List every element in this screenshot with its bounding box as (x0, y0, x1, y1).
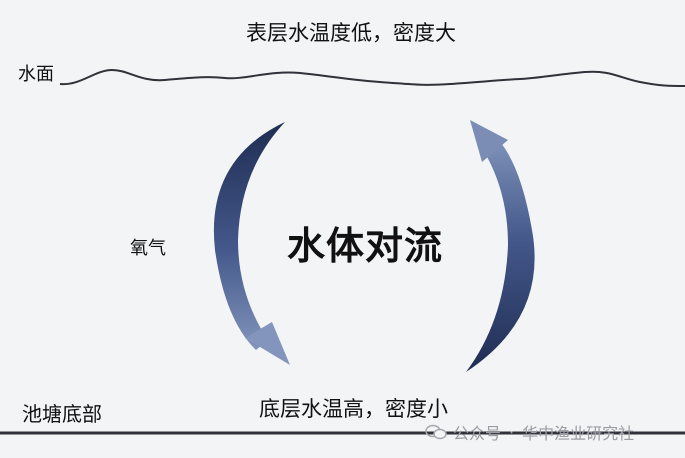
diagram-title: 水体对流 (287, 224, 444, 268)
watermark-separator: · (509, 422, 515, 442)
upward-arrow (466, 120, 535, 372)
water-surface-label: 水面 (18, 64, 54, 85)
water-surface-line (59, 68, 685, 87)
wechat-icon (425, 424, 447, 440)
watermark-account-type: 公众号 (453, 424, 502, 443)
watermark-account-name: 华中渔业研究社 (522, 424, 635, 443)
watermark: 公众号 · 华中渔业研究社 (425, 420, 634, 444)
pond-bottom-label: 池塘底部 (22, 402, 102, 426)
bottom-water-caption: 底层水温高，密度小 (259, 397, 448, 421)
surface-water-caption: 表层水温度低，密度大 (246, 21, 456, 45)
downward-arrow (213, 122, 290, 365)
oxygen-label: 氧气 (130, 238, 166, 259)
